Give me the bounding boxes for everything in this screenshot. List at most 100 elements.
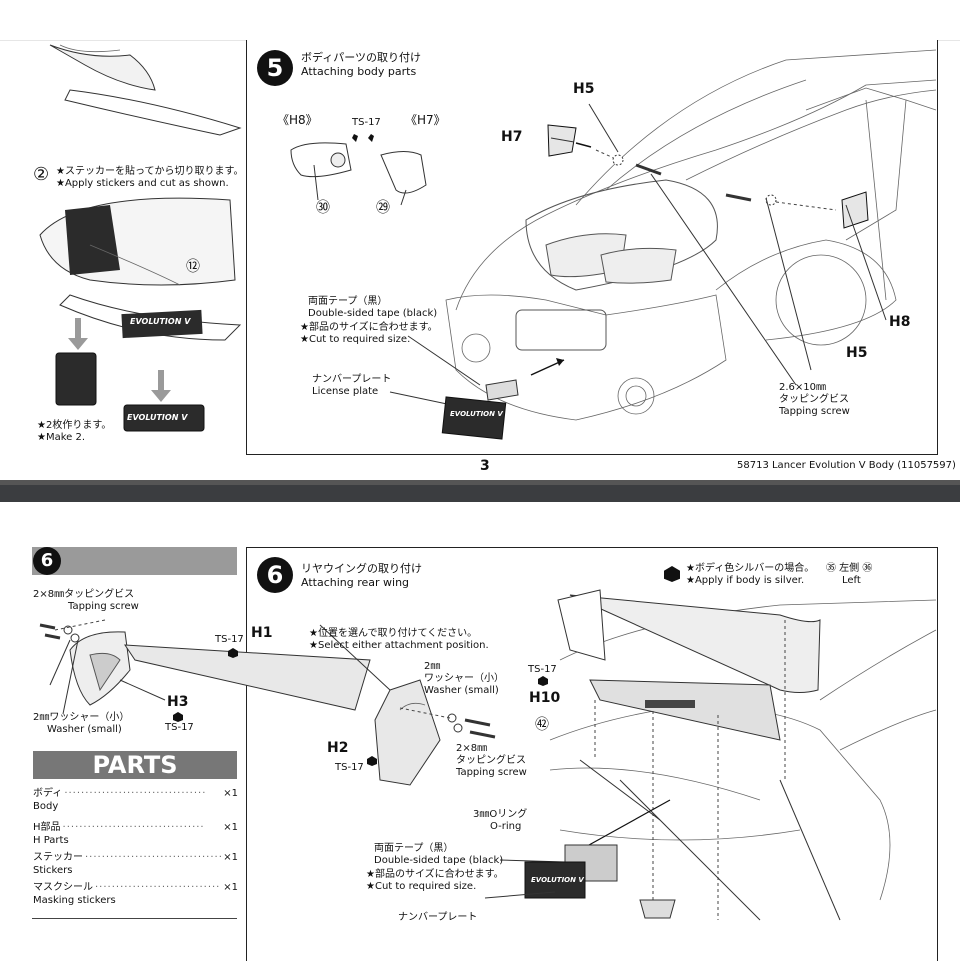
h1-ts17: TS-17 [215, 634, 244, 645]
dotted-leader: ·································· [85, 852, 222, 863]
part-qty: ×1 [223, 882, 238, 893]
parts-title: PARTS [33, 751, 237, 779]
ts17-marker-icon [367, 756, 377, 766]
page-divider [0, 480, 960, 502]
cut-note-en: ★Cut to required size. [300, 334, 411, 345]
step6-number: 6 [257, 557, 293, 593]
tape-label-ja: 両面テープ（黒） [308, 296, 388, 307]
screw-ja-right: タッピングビス [456, 755, 526, 766]
step5-title-en: Attaching body parts [301, 65, 417, 78]
parts-row: H部品 ·································· ×… [33, 821, 238, 851]
select-note-en: ★Select either attachment position. [309, 640, 489, 651]
page-number: 3 [480, 458, 490, 474]
h10-ts17: TS-17 [528, 664, 557, 675]
h7-part-label: 《H7》 [405, 113, 446, 127]
washer-size-right: 2㎜ [424, 661, 441, 672]
oring-en: O-ring [490, 821, 522, 832]
ts17-marker-icon [173, 712, 183, 722]
cut-note-ja: ★部品のサイズに合わせます。 [300, 322, 438, 333]
parts-row: ステッカー ··································… [33, 851, 238, 881]
plate-label-en: License plate [312, 386, 379, 397]
step6-title-en: Attaching rear wing [301, 576, 410, 589]
h2-label: H2 [327, 740, 349, 756]
step-substep-number: ② [33, 164, 50, 185]
cut-note-ja-step6: ★部品のサイズに合わせます。 [366, 869, 504, 880]
silver-paint-icon [664, 566, 680, 582]
tape-en-step6: Double-sided tape (black) [374, 855, 504, 866]
screw-en-left: Tapping screw [68, 601, 139, 612]
sticker-instruction-en: ★Apply stickers and cut as shown. [56, 178, 229, 189]
part-number-42: ㊷ [535, 717, 549, 733]
parts-row: マスクシール ·································… [33, 881, 238, 911]
parts-list: ボディ ·································· ×… [33, 787, 238, 911]
ts17-marker-icon [538, 676, 548, 686]
washer-en-left: Washer (small) [47, 724, 122, 735]
part-qty: ×1 [223, 788, 238, 799]
washer-ja-right: ワッシャー（小） [424, 673, 504, 684]
part-number-29: ㉙ [376, 200, 390, 216]
step6-header-bar [32, 547, 237, 575]
dotted-leader: ·································· [62, 822, 205, 833]
screw-en-right: Tapping screw [456, 767, 527, 778]
h8-part-label: 《H8》 [277, 113, 318, 127]
tape-label-en: Double-sided tape (black) [308, 308, 438, 319]
parts-divider [32, 918, 237, 919]
part-name-en: Body [33, 801, 59, 812]
screw-size-step5: 2.6×10㎜ [779, 382, 827, 393]
step6-title-ja: リヤウイングの取り付け [301, 562, 422, 575]
part-name-ja: ステッカー [33, 852, 83, 863]
h5-label-top: H5 [573, 81, 595, 97]
washer-ja-left: 2㎜ワッシャー（小） [33, 712, 130, 723]
car-front-illustration [290, 49, 937, 440]
plate-ja-step6: ナンバープレート [398, 912, 478, 923]
rear-wing-illustration [124, 589, 937, 921]
make-two-ja: ★2枚作ります。 [37, 420, 112, 431]
tape-ja-step6: 両面テープ（黒） [374, 843, 454, 854]
sticker-step-illustration [39, 44, 242, 432]
h5-label-bottom: H5 [846, 345, 868, 361]
step5-title-ja: ボディパーツの取り付け [301, 51, 422, 64]
ts17-label-step5: TS-17 [352, 117, 381, 128]
part-name-ja: ボディ [33, 788, 63, 799]
h1-label: H1 [251, 625, 273, 641]
h3-bracket-illustration [39, 619, 166, 715]
part-number-12: ⑫ [186, 259, 200, 275]
left-side-ja: ㉟ 左側 ㊱ [826, 563, 873, 574]
part-name-en: H Parts [33, 835, 69, 846]
dotted-leader: ·································· [95, 882, 221, 893]
silver-note-en: ★Apply if body is silver. [686, 575, 805, 586]
select-note-ja: ★位置を選んで取り付けてください。 [309, 628, 478, 639]
h8-label: H8 [889, 314, 911, 330]
screw-size-left: 2×8㎜タッピングビス [33, 589, 135, 600]
part-qty: ×1 [223, 852, 238, 863]
part-name-en: Masking stickers [33, 895, 116, 906]
ts17-marker-icon [228, 648, 238, 658]
make-two-en: ★Make 2. [37, 432, 86, 443]
screw-ja-step5: タッピングビス [779, 394, 849, 405]
oring-ja: 3㎜Oリング [473, 809, 528, 820]
h10-label: H10 [529, 690, 561, 706]
part-name-ja: H部品 [33, 822, 61, 833]
plate-text-step5: EVOLUTION V [450, 410, 503, 418]
step5-number: 5 [257, 50, 293, 86]
h2-ts17: TS-17 [335, 762, 364, 773]
screw-size-right: 2×8㎜ [456, 743, 488, 754]
part-name-en: Stickers [33, 865, 73, 876]
page-top-bar [0, 0, 960, 41]
part-qty: ×1 [223, 822, 238, 833]
plate-label-ja: ナンバープレート [312, 374, 392, 385]
plate-text-step6: EVOLUTION V [531, 876, 584, 884]
plate-sticker-text: EVOLUTION V [130, 317, 191, 326]
plate-sticker-text-2: EVOLUTION V [127, 413, 188, 422]
washer-en-right: Washer (small) [424, 685, 499, 696]
silver-note-ja: ★ボディ色シルバーの場合。 [686, 563, 815, 574]
cut-note-en-step6: ★Cut to required size. [366, 881, 477, 892]
sticker-instruction-ja: ★ステッカーを貼ってから切り取ります。 [56, 166, 244, 177]
dotted-leader: ·································· [64, 788, 207, 799]
h3-ts17: TS-17 [165, 722, 194, 733]
left-side-en: Left [842, 575, 861, 586]
step6-left-number: 6 [33, 547, 61, 575]
screw-en-step5: Tapping screw [779, 406, 850, 417]
h3-label: H3 [167, 694, 189, 710]
part-number-30: ㉚ [316, 200, 330, 216]
